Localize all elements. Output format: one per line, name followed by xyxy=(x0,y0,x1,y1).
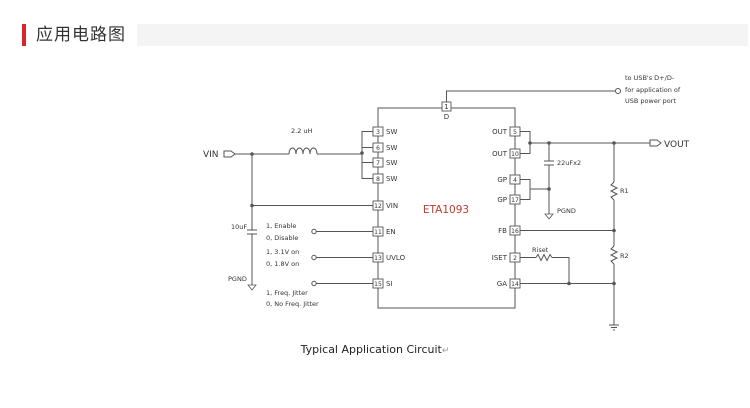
pin-d-number: 1 xyxy=(444,103,448,111)
en-note-line-2: 0, Disable xyxy=(266,234,298,242)
pin-out1-number: 5 xyxy=(513,129,517,136)
pin-iset-label: ISET xyxy=(492,254,508,262)
header-strip xyxy=(137,24,748,46)
wire-riset-ga xyxy=(552,257,570,284)
r2-resistor xyxy=(609,245,619,265)
ic-body xyxy=(377,107,516,309)
inductor-coil xyxy=(288,147,318,155)
junction-ga-gnd xyxy=(612,281,616,286)
cout-label: 22uFx2 xyxy=(557,159,581,167)
vin-terminal xyxy=(223,150,236,158)
pin-iset-number: 2 xyxy=(513,255,517,262)
uvlo-note-line-2: 0, 1.8V on xyxy=(266,260,299,268)
header-accent-bar xyxy=(22,24,26,46)
ic-name: ETA1093 xyxy=(423,204,469,216)
inductor-label: 2.2 uH xyxy=(291,127,313,135)
vout-terminal xyxy=(649,139,662,147)
pin-uvlo-label: UVLO xyxy=(386,254,406,262)
sw-bus xyxy=(361,131,373,179)
uvlo-terminal xyxy=(311,254,317,261)
r1-resistor xyxy=(609,181,619,201)
pin-uvlo-number: 13 xyxy=(374,255,382,262)
pin-gp1-number: 4 xyxy=(513,177,517,184)
pin-out2-label: OUT xyxy=(492,150,508,158)
pin-si-number: 15 xyxy=(374,281,382,288)
pin-fb-number: 16 xyxy=(511,228,519,235)
si-note-line-2: 0, No Freq. Jitter xyxy=(266,300,319,308)
pin-vin-number: 12 xyxy=(374,203,382,210)
section-title: 应用电路图 xyxy=(36,25,126,45)
pin-sw1-label: SW xyxy=(386,128,397,136)
usb-note-line-1: to USB's D+/D- xyxy=(625,74,675,82)
si-note-line-1: 1, Freq. Jitter xyxy=(266,289,308,297)
pin-out1-label: OUT xyxy=(492,128,508,136)
usb-note-line-3: USB power port xyxy=(625,97,676,105)
pin-sw4-number: 8 xyxy=(376,176,380,183)
left-ground-symbol xyxy=(247,284,257,291)
usb-terminal xyxy=(615,88,621,94)
uvlo-note-line-1: 1, 3.1V on xyxy=(266,248,299,256)
pin-sw2-label: SW xyxy=(386,144,397,152)
pin-ga-number: 14 xyxy=(511,281,519,288)
pin-fb-label: FB xyxy=(498,227,507,235)
pin-en-number: 11 xyxy=(374,229,382,236)
riset-label: Riset xyxy=(532,246,549,254)
gp-bus xyxy=(520,179,531,200)
pin-sw3-label: SW xyxy=(386,159,397,167)
cin-label: 10uF xyxy=(231,223,247,231)
junction-vin-pin xyxy=(250,203,254,208)
caption-return-mark: ↵ xyxy=(441,346,450,356)
pin-sw2-number: 6 xyxy=(376,145,380,152)
r2-label: R2 xyxy=(620,252,629,260)
r1-label: R1 xyxy=(620,187,629,195)
pin-vin-label: VIN xyxy=(386,202,398,210)
pin-gp2-number: 17 xyxy=(511,197,519,204)
en-terminal xyxy=(311,228,317,235)
diagram-caption: Typical Application Circuit↵ xyxy=(0,343,750,356)
pin-en-label: EN xyxy=(386,228,396,236)
left-pgnd-label: PGND xyxy=(228,275,247,283)
en-note-line-1: 1, Enable xyxy=(266,222,296,230)
caption-text: Typical Application Circuit xyxy=(300,343,442,356)
riset-resistor xyxy=(535,253,553,262)
pin-d-label: D xyxy=(444,113,449,121)
pin-gp1-label: GP xyxy=(497,176,507,184)
right-ground-symbol xyxy=(544,213,554,220)
usb-note-line-2: for application of xyxy=(625,86,681,94)
junction-out xyxy=(528,141,532,145)
si-terminal xyxy=(311,280,317,287)
junction-gp xyxy=(547,187,551,191)
pin-out2-number: 10 xyxy=(511,151,519,158)
pin-si-label: SI xyxy=(386,280,393,288)
pin-sw3-number: 7 xyxy=(376,160,380,167)
pin-gp2-label: GP xyxy=(497,196,507,204)
wire-d xyxy=(446,90,615,102)
vin-label: VIN xyxy=(203,150,219,160)
pin-ga-label: GA xyxy=(497,280,507,288)
pin-sw4-label: SW xyxy=(386,175,397,183)
right-pgnd-label: PGND xyxy=(557,207,576,215)
pin-sw1-number: 3 xyxy=(376,129,380,136)
vout-label: VOUT xyxy=(664,140,690,150)
section-header: 应用电路图 xyxy=(22,22,748,48)
